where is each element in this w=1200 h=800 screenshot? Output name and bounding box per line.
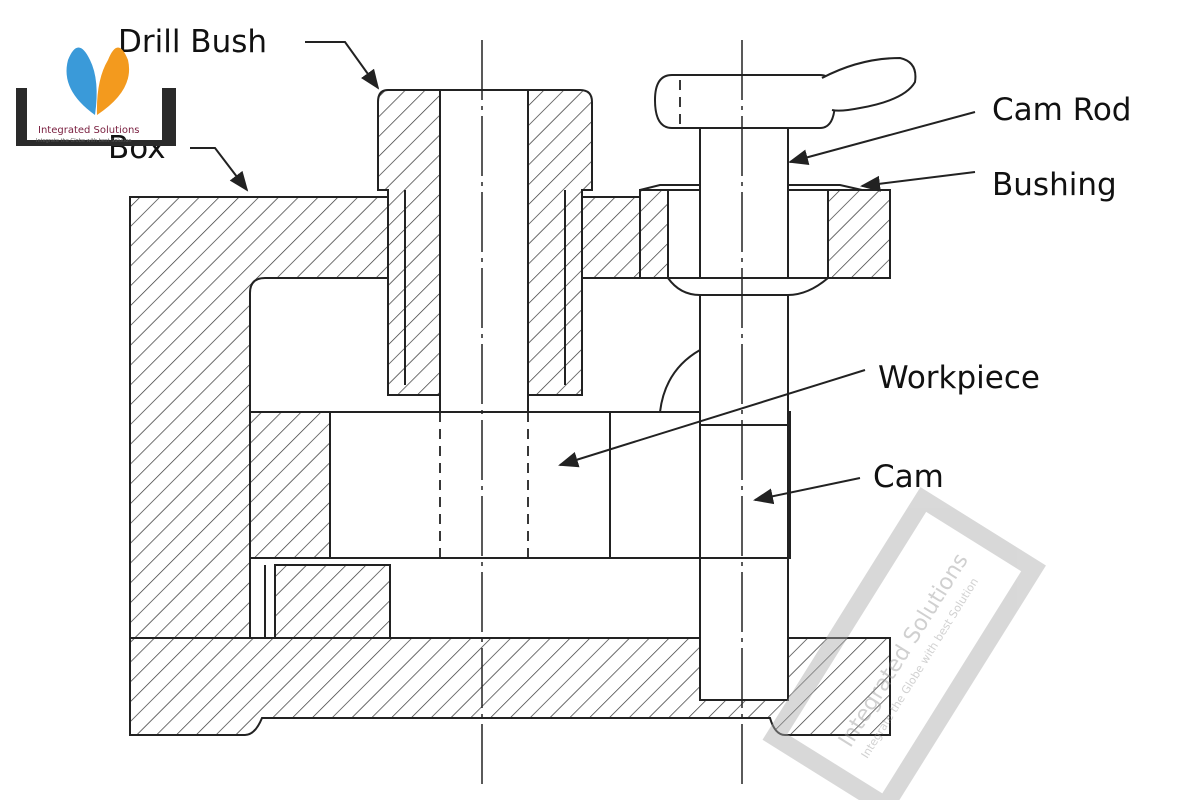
label-cam: Cam (873, 459, 944, 495)
support-block-hatched (274, 564, 391, 639)
box-top-right (579, 196, 651, 279)
label-drill-bush: Drill Bush (118, 24, 267, 60)
box-body (129, 196, 391, 639)
logo-tagline: Integrate the Globe with best Solution (36, 138, 132, 144)
leader-bushing (860, 171, 976, 192)
leader-cam-rod (788, 111, 976, 166)
label-cam-rod: Cam Rod (992, 92, 1132, 128)
logo-name: Integrated Solutions (38, 125, 140, 136)
label-bushing: Bushing (992, 167, 1117, 203)
logo-blue-flame-icon (66, 47, 97, 115)
leader-workpiece (558, 369, 866, 468)
logo: Integrated Solutions Integrate the Globe… (16, 47, 176, 146)
cam-rod (699, 104, 789, 701)
leader-drill-bush (305, 41, 380, 90)
label-workpiece: Workpiece (878, 360, 1040, 396)
cam-rod-handle (653, 74, 837, 129)
leader-cam (753, 477, 861, 505)
cam-lever (821, 56, 917, 112)
logo-orange-flame-icon (96, 47, 130, 115)
workpiece-locator (249, 411, 331, 559)
leader-box (190, 147, 249, 192)
label-box: Box (108, 130, 166, 166)
